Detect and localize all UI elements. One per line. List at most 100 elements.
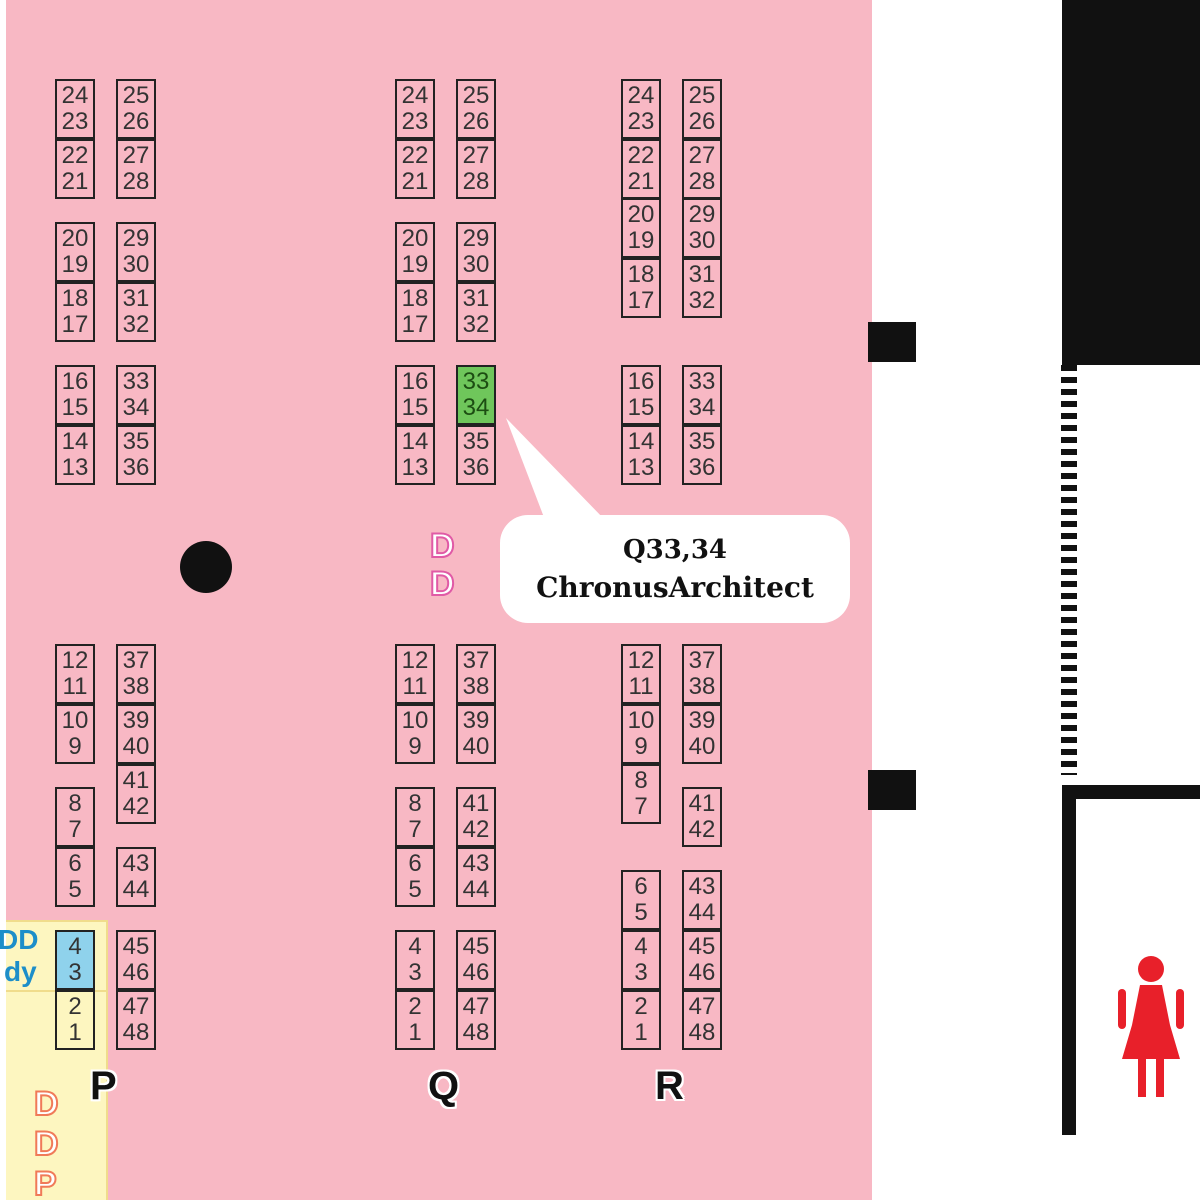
booth-number: 38 — [688, 673, 716, 700]
partition-dashes — [1061, 365, 1077, 775]
booth-number: 43 — [462, 850, 490, 877]
door-marker-icon — [868, 322, 916, 362]
booth-number: 11 — [402, 673, 428, 700]
booth-number: 16 — [401, 368, 429, 395]
booth-number: 36 — [462, 454, 490, 481]
dd-marker-bottom: D — [429, 565, 456, 603]
booth-number: 45 — [688, 933, 716, 960]
row-label-q: Q — [428, 1064, 460, 1108]
booth-number: 34 — [462, 394, 490, 421]
booth-number: 47 — [462, 993, 490, 1020]
booth-number: 19 — [401, 251, 429, 278]
booth-number: 14 — [401, 428, 429, 455]
callout-circle-name: ChronusArchitect — [536, 571, 814, 604]
booth-number: 25 — [688, 82, 716, 109]
booth-number: 33 — [122, 368, 150, 395]
booth-number: 34 — [122, 394, 150, 421]
booth-number: 45 — [462, 933, 490, 960]
booth-number: 45 — [122, 933, 150, 960]
booth-number: 19 — [61, 251, 89, 278]
booth-number: 26 — [122, 108, 150, 135]
row-label-p: P — [90, 1064, 117, 1108]
booth-number: 46 — [122, 959, 150, 986]
booth-number: 27 — [462, 142, 490, 169]
booth-number: 1 — [68, 1019, 82, 1046]
booth-number: 46 — [462, 959, 490, 986]
booth-number: 20 — [627, 201, 655, 228]
